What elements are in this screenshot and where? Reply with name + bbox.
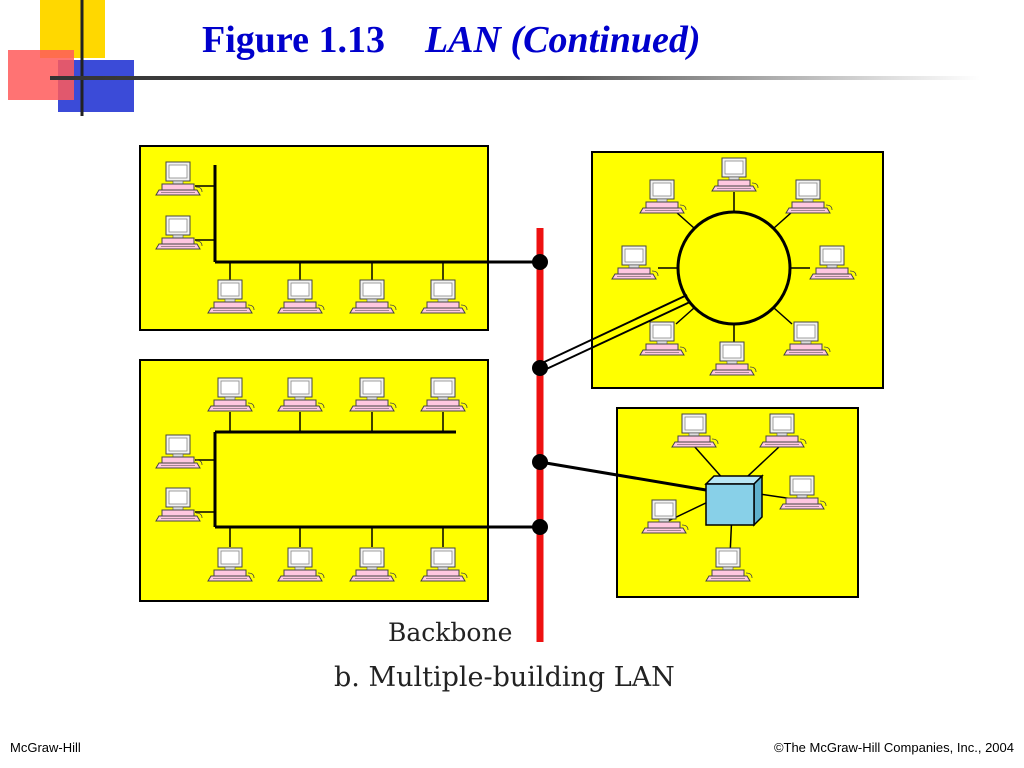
backbone-label: Backbone (388, 618, 513, 647)
footer-publisher: McGraw-Hill (10, 740, 81, 755)
figure-caption: b. Multiple-building LAN (334, 662, 675, 693)
backbone-node (532, 360, 548, 376)
red-square (8, 50, 74, 100)
figure-number: Figure 1.13 (202, 19, 385, 61)
figure-name: LAN (Continued) (424, 19, 701, 61)
backbone-node (532, 454, 548, 470)
title-underline (50, 76, 980, 80)
footer-copyright: ©The McGraw-Hill Companies, Inc., 2004 (773, 740, 1014, 755)
backbone-node (532, 519, 548, 535)
star-link (539, 460, 707, 492)
building-top-left (139, 145, 489, 331)
ring-link (539, 294, 688, 365)
yellow-square (40, 0, 105, 58)
page-title: Figure 1.13 LAN (Continued) (202, 18, 701, 62)
switch-hub (704, 474, 764, 527)
backbone-node (532, 254, 548, 270)
corner-decoration (8, 0, 134, 116)
